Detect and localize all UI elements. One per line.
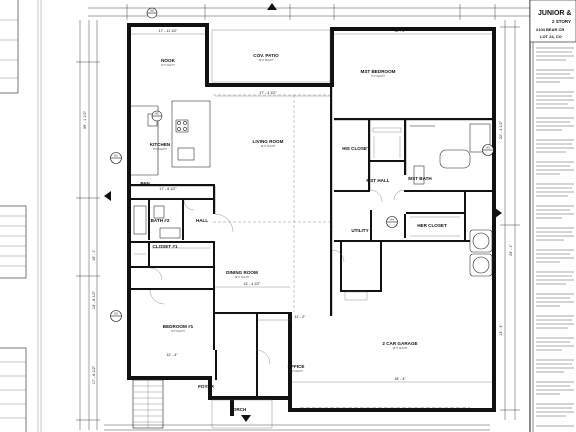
dim-left-bottom: 17' - 6 1/2" — [92, 365, 96, 384]
tag-a3[interactable]: A3 — [482, 144, 494, 156]
project-lot: LOT 24, CO — [540, 34, 562, 39]
dim-dining-width: 13' - 4 1/2" — [243, 282, 261, 286]
dim-kitchen-width: 17' - 8 1/2" — [159, 187, 177, 191]
toilet-bath2 — [153, 205, 165, 219]
room-pan: PAN — [140, 181, 150, 186]
room-bath-2: BATH #2 — [151, 218, 170, 223]
cooktop — [175, 119, 189, 133]
detail-tags: A1 A2 A3 A4 A5 A6 — [104, 3, 502, 422]
svg-text:10' 0" CLG HT: 10' 0" CLG HT — [393, 348, 408, 350]
room-bedroom-1: BEDROOM #1 — [163, 324, 194, 329]
room-his-closet: HIS CLOSET — [342, 146, 370, 151]
svg-text:9' 0" CLG HT: 9' 0" CLG HT — [171, 331, 185, 333]
dim-living-width: 17' - 4 1/2" — [259, 91, 277, 95]
tag-a4[interactable]: A4 — [386, 216, 398, 228]
room-her-closet: HER CLOSET — [417, 223, 447, 228]
room-labels: NOOK 8' 0" CLG HT COV. PATIO 10' 0" CLG … — [140, 53, 447, 412]
dim-left-overall: 39' - 1 1/2" — [83, 110, 87, 129]
dimension-lines — [76, 4, 540, 431]
dim-nook-width: 17' - 11 1/2" — [159, 29, 179, 33]
elevation-marker-right[interactable] — [495, 208, 502, 218]
tub-bath2 — [133, 205, 147, 235]
project-address: #104 BEAR CR — [536, 27, 564, 32]
toilet-master — [413, 165, 425, 185]
room-porch: PORCH — [230, 407, 247, 412]
svg-text:A6: A6 — [150, 9, 154, 13]
room-closet-1: CLOSET #1 — [152, 244, 177, 249]
svg-text:9' 0" CLG HT: 9' 0" CLG HT — [289, 371, 303, 373]
svg-text:10' 0" CLG HT: 10' 0" CLG HT — [259, 60, 274, 62]
dim-garage-width: 18' - 4" — [394, 377, 406, 381]
interior-walls — [131, 87, 494, 396]
svg-text:9' 0" CLG HT: 9' 0" CLG HT — [153, 149, 167, 151]
room-mst-bedroom: MST BEDROOM — [361, 69, 396, 74]
stairs — [132, 379, 164, 429]
tag-a5[interactable]: A5 — [151, 110, 163, 122]
dim-right-upper: 22' - 4 1/2" — [499, 120, 503, 139]
svg-text:10' 0" CLG HT: 10' 0" CLG HT — [261, 146, 276, 148]
dim-office-width: 11' - 2" — [295, 315, 307, 319]
svg-text:10' 0" CLG HT: 10' 0" CLG HT — [235, 277, 250, 279]
svg-text:A4: A4 — [390, 218, 394, 222]
room-kitchen: KITCHEN — [150, 142, 171, 147]
room-office: OFFICE — [288, 364, 305, 369]
dim-bed-width: 12' - 4" — [166, 353, 178, 357]
svg-text:9' 0" CLG HT: 9' 0" CLG HT — [371, 76, 385, 78]
overall-dimensions: 39' - 1 1/2" 19' - 1" 13' - 8 1/2" 17' -… — [83, 110, 513, 384]
title-block: JUNIOR & 2 STORY #104 BEAR CR LOT 24, CO — [529, 0, 576, 432]
svg-text:A3: A3 — [486, 146, 490, 150]
elevation-marker-left[interactable] — [104, 191, 111, 201]
shower — [469, 123, 491, 153]
room-cov-patio: COV. PATIO — [253, 53, 279, 58]
svg-text:A2: A2 — [114, 312, 118, 316]
svg-text:8' 0" CLG HT: 8' 0" CLG HT — [161, 65, 175, 67]
room-hall: HALL — [196, 218, 208, 223]
tub — [439, 149, 471, 169]
room-dimensions: 17' - 11 1/2" 18' - 4" 17' - 8 1/2" 17' … — [131, 29, 492, 383]
interior-details — [131, 29, 493, 429]
room-utility: UTILITY — [351, 228, 368, 233]
dim-right-lower: 13' - 4" — [499, 323, 503, 335]
exterior-walls — [127, 23, 496, 416]
room-mst-bath: MST BATH — [408, 176, 432, 181]
dim-right-overall: 29' - 1" — [509, 243, 513, 255]
left-margin-schedule — [0, 0, 42, 432]
room-nook: NOOK — [161, 58, 175, 63]
room-foyer: FOYER — [198, 384, 215, 389]
sink — [177, 147, 195, 161]
svg-text:A1: A1 — [114, 154, 118, 158]
tag-a6[interactable]: A6 — [146, 7, 158, 19]
elevation-marker-bottom[interactable] — [241, 415, 251, 422]
project-name: JUNIOR & — [538, 10, 571, 17]
elevation-marker-top[interactable] — [267, 3, 277, 10]
project-subtitle: 2 STORY — [552, 19, 571, 24]
room-garage: 2 CAR GARAGE — [382, 341, 417, 346]
svg-text:A5: A5 — [155, 112, 159, 116]
tag-a2[interactable]: A2 — [110, 310, 122, 322]
dim-left-upper: 19' - 1" — [92, 248, 96, 260]
room-mst-hall: MST HALL — [366, 178, 389, 183]
tag-a1[interactable]: A1 — [110, 152, 122, 164]
dim-left-lower: 13' - 8 1/2" — [92, 290, 96, 309]
vanity-bath2 — [159, 227, 181, 239]
general-notes — [536, 47, 574, 427]
room-dining: DINING ROOM — [226, 270, 258, 275]
room-living: LIVING ROOM — [253, 139, 284, 144]
dim-mst-width: 18' - 4" — [394, 29, 406, 33]
